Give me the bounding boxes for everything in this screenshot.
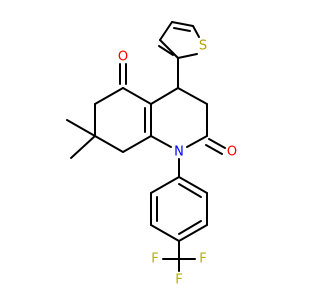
atom-o-ketone: O — [118, 50, 128, 65]
bond — [94, 135, 124, 153]
molecule-canvas: O O N S F F F — [66, 21, 237, 288]
bond — [177, 87, 208, 105]
bond — [178, 220, 202, 235]
bond — [178, 176, 208, 194]
bond — [150, 176, 180, 194]
bond — [178, 224, 208, 242]
atom-n-ring: N — [174, 145, 184, 160]
bond — [159, 21, 173, 41]
bond — [70, 135, 96, 159]
bond — [186, 135, 208, 148]
bond — [192, 25, 200, 38]
bond — [171, 21, 194, 27]
atom-o-amide: O — [227, 145, 237, 160]
bond — [122, 135, 152, 153]
bonds — [66, 21, 226, 272]
bond — [94, 87, 124, 105]
bond — [177, 53, 198, 59]
bond — [150, 224, 180, 242]
bond — [66, 119, 96, 137]
bond — [178, 183, 202, 198]
atom-f-right: F — [199, 252, 206, 267]
bond — [150, 135, 172, 148]
bond — [208, 138, 226, 149]
bond — [205, 144, 223, 155]
bond — [159, 39, 179, 59]
atom-f-bottom: F — [175, 273, 182, 288]
bond — [173, 27, 191, 32]
bond — [150, 87, 179, 105]
bond — [122, 87, 152, 105]
bond — [158, 45, 174, 56]
atom-f-left: F — [151, 252, 158, 267]
atom-s-thiophene: S — [199, 39, 207, 54]
atom-labels: O O N S F F F — [118, 39, 237, 288]
molecule-structure: O O N S F F F — [66, 21, 237, 288]
